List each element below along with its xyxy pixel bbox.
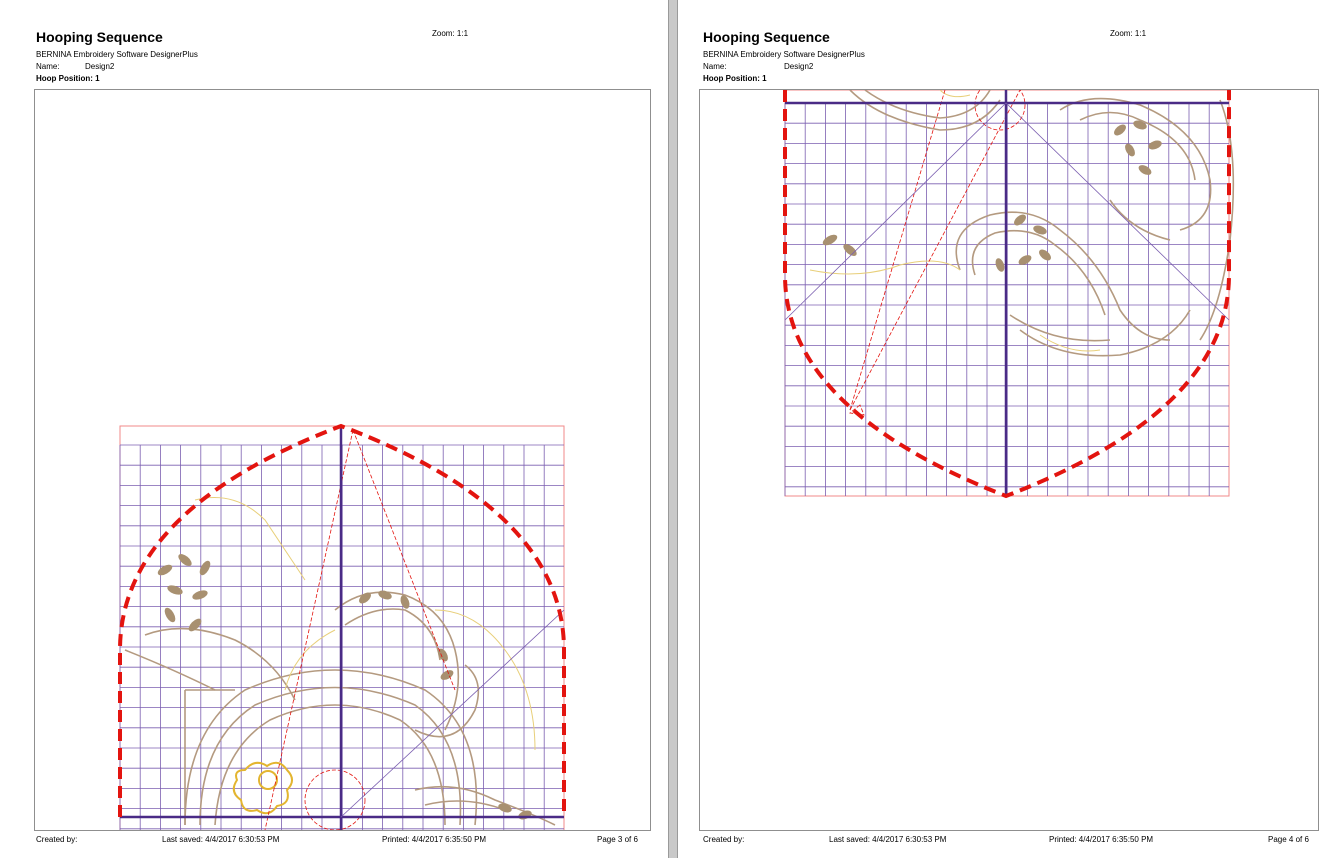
hoop-registration-lines: [849, 90, 1026, 416]
page-divider: [669, 0, 677, 858]
name-label: Name:: [36, 62, 60, 71]
footer-printed: Printed: 4/4/2017 6:35:50 PM: [1049, 835, 1154, 844]
page-title: Hooping Sequence: [703, 29, 830, 45]
hoop-registration-lines: [264, 429, 456, 830]
software-name: BERNINA Embroidery Software DesignerPlus: [36, 50, 198, 59]
hoop-position: Hoop Position: 1: [36, 74, 100, 83]
embroidery-design: [124, 591, 556, 826]
print-preview-page-3: Hooping Sequence Zoom: 1:1 BERNINA Embro…: [0, 0, 669, 858]
design-name: Design2: [784, 62, 814, 71]
design-name: Design2: [85, 62, 115, 71]
gold-outline-stitches: [809, 90, 1101, 352]
diagonal-guide: [1005, 102, 1230, 321]
gold-flower-motif: [232, 761, 293, 815]
embroidery-design: [849, 90, 1235, 357]
footer-created-by: Created by:: [703, 835, 745, 844]
print-preview-page-4: Hooping Sequence Zoom: 1:1 BERNINA Embro…: [677, 0, 1337, 858]
diagonal-guide: [340, 609, 565, 818]
page-title: Hooping Sequence: [36, 29, 163, 45]
zoom-label: Zoom: 1:1: [1110, 29, 1147, 38]
hoop-outline: [118, 423, 566, 817]
footer-printed: Printed: 4/4/2017 6:35:50 PM: [382, 835, 487, 844]
footer-page-number: Page 3 of 6: [597, 835, 638, 844]
hoop-outline: [783, 90, 1231, 499]
software-name: BERNINA Embroidery Software DesignerPlus: [703, 50, 865, 59]
footer-last-saved: Last saved: 4/4/2017 6:30:53 PM: [829, 835, 947, 844]
leaf-motifs: [157, 554, 532, 820]
hooping-preview-canvas: [34, 89, 651, 831]
footer-created-by: Created by:: [36, 835, 78, 844]
footer-page-number: Page 4 of 6: [1268, 835, 1309, 844]
hooping-preview-drawing: [118, 423, 566, 830]
hooping-preview-canvas: [699, 89, 1319, 831]
name-label: Name:: [703, 62, 727, 71]
gold-outline-stitches: [194, 497, 536, 751]
footer-last-saved: Last saved: 4/4/2017 6:30:53 PM: [162, 835, 280, 844]
zoom-label: Zoom: 1:1: [432, 29, 469, 38]
diagonal-guide: [784, 102, 1007, 321]
hooping-preview-drawing: [783, 90, 1235, 499]
hoop-position: Hoop Position: 1: [703, 74, 767, 83]
